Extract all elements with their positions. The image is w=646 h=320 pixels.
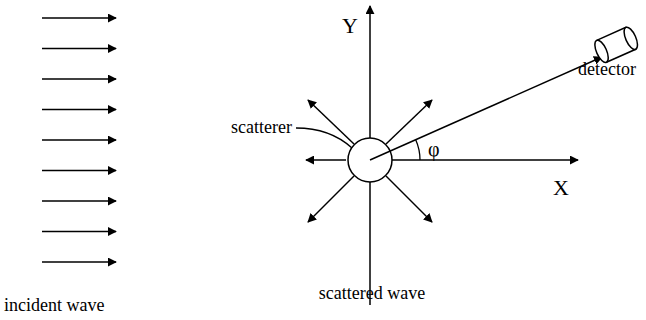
scattered-wave-label: scattered wave [319, 284, 425, 304]
scatterer-label: scatterer [231, 118, 292, 138]
incident-wave-label: incident wave [4, 296, 104, 316]
detector-line [370, 57, 602, 160]
x-axis [370, 159, 578, 161]
scattered-wave-arrows [306, 100, 432, 222]
axis-label: X [553, 176, 569, 200]
angle-arc [416, 140, 420, 160]
axis-label: Y [342, 14, 358, 38]
angle-label: φ [428, 138, 440, 160]
leader-line [296, 128, 352, 148]
incident-wave-arrows [42, 18, 116, 262]
detector-label: detector [578, 60, 636, 80]
detector-symbol [592, 25, 640, 64]
